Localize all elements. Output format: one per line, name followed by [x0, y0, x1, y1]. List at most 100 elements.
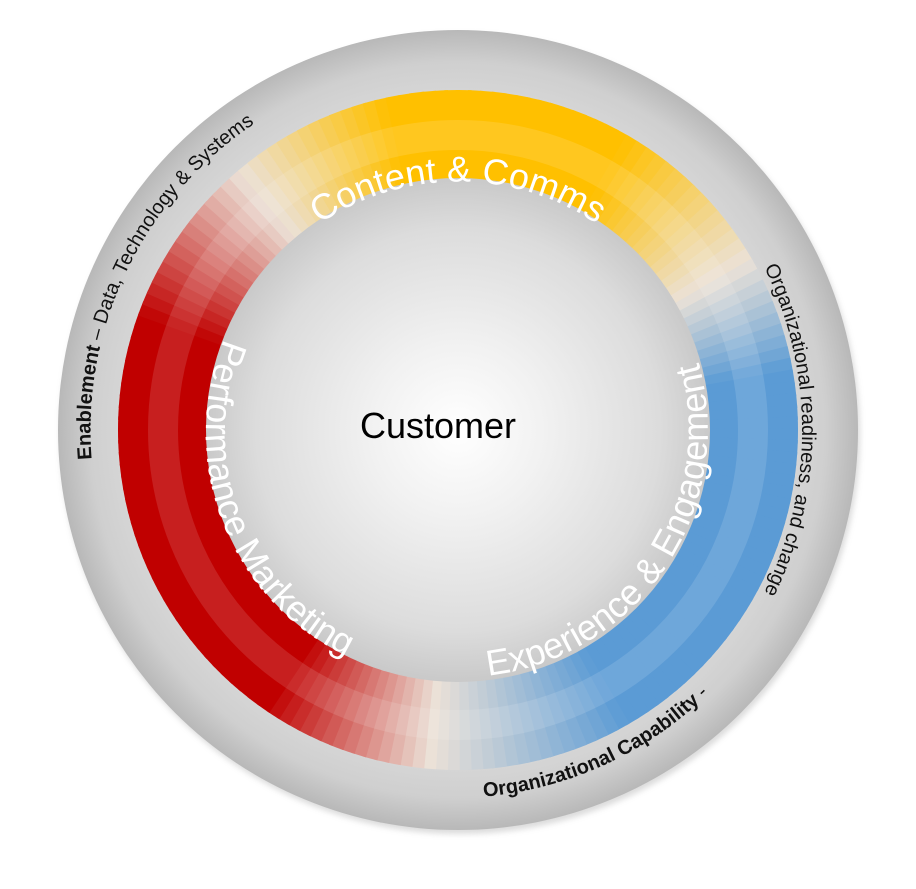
ring-wedge	[162, 553, 247, 612]
ring-wedge	[127, 334, 219, 371]
ring-wedge	[456, 679, 472, 770]
ring-wedge	[550, 657, 598, 746]
ring-wedge	[118, 428, 209, 444]
ring-wedge	[558, 118, 609, 206]
ring-wedge	[695, 497, 786, 537]
ring-wedge	[589, 140, 650, 224]
ring-wedge	[617, 614, 687, 692]
ring-wedge	[542, 109, 588, 199]
ring-wedge	[659, 228, 741, 292]
ring-wedge	[130, 497, 221, 537]
ring-wedge	[196, 589, 274, 659]
ring-wedge	[678, 268, 765, 322]
ring-wedge	[630, 184, 704, 258]
ring-wedge	[276, 134, 335, 219]
ring-wedge	[266, 140, 327, 224]
ring-wedge	[125, 480, 216, 514]
ring-wedge	[596, 147, 660, 229]
ring-wedge	[574, 128, 630, 215]
ring-wedge	[307, 654, 358, 742]
ring-wedge	[296, 650, 350, 737]
ring-wedge	[697, 334, 789, 371]
ring-wedge	[266, 636, 327, 720]
ring-wedge	[642, 201, 720, 271]
ring-wedge	[603, 626, 669, 707]
ring-wedge	[127, 489, 219, 526]
ring-wedge	[385, 94, 416, 186]
ring-wedge	[212, 602, 286, 676]
ring-wedge	[574, 645, 630, 732]
ring-highlight	[148, 120, 768, 740]
ring-wedge	[500, 674, 531, 766]
ring-wedge	[318, 657, 366, 746]
colored-ring	[117, 90, 799, 770]
ring-wedge	[204, 192, 280, 264]
ring-wedge	[702, 357, 794, 388]
ring-wedge	[491, 675, 519, 767]
ring-wedge	[328, 661, 374, 751]
ring-wedge	[134, 312, 224, 354]
ring-wedge	[534, 106, 576, 196]
ring-wedge	[286, 645, 342, 732]
ring-wedge	[707, 416, 799, 432]
ring-wedge	[589, 636, 650, 720]
ring-wedge	[525, 102, 565, 193]
ring-wedge	[664, 561, 748, 622]
ring-wedge	[362, 669, 399, 761]
ring-wedge	[146, 530, 234, 581]
ring-wedge	[558, 654, 609, 742]
ring-wedge	[196, 201, 274, 271]
ring-wedge	[229, 614, 299, 692]
ring-wedge	[137, 514, 227, 560]
ring-wedge	[603, 153, 669, 234]
ring-wedge	[351, 102, 391, 193]
ring-wedge	[636, 596, 712, 668]
ring-wedge	[636, 192, 712, 264]
ring-wedge	[685, 290, 774, 338]
ring-wedge	[700, 346, 791, 380]
ring-wedge	[156, 546, 243, 602]
ring-wedge	[517, 669, 554, 761]
ring-wedge	[617, 168, 687, 246]
ring-wedge	[705, 380, 797, 406]
ring-wedge	[682, 279, 770, 330]
ring-wedge	[307, 118, 358, 206]
ring-wedge	[397, 93, 425, 185]
ring-wedge	[229, 168, 299, 246]
ring-wedge	[318, 114, 366, 203]
ring-wedge	[566, 650, 620, 737]
ring-wedge	[119, 454, 211, 480]
ring-wedge	[581, 134, 640, 219]
ring-wedge	[682, 530, 770, 581]
ring-wedge	[188, 210, 268, 278]
ring-wedge	[256, 147, 320, 229]
ring-wedge	[664, 238, 748, 299]
ring-wedge	[238, 160, 306, 240]
ring-wedge	[175, 228, 257, 292]
ring-wedge	[204, 596, 280, 668]
ring-wedge	[276, 641, 335, 726]
ring-wedge	[689, 300, 779, 346]
ring-wedge	[678, 538, 765, 592]
ring-wedge	[669, 553, 754, 612]
ring-wedge	[151, 538, 238, 592]
ring-wedge	[648, 582, 728, 650]
ring-wedge	[168, 561, 252, 622]
ring-wedge	[508, 672, 542, 763]
ring-wedge	[247, 626, 313, 707]
ring-wedge	[642, 589, 720, 659]
ring-wedge	[175, 568, 257, 632]
ring-wedge	[581, 641, 640, 726]
ring-wedge	[142, 522, 231, 570]
ring-wedge	[168, 238, 252, 299]
ring-wedge	[374, 97, 408, 188]
ring-wedge	[408, 91, 434, 183]
ring-wedge	[659, 568, 741, 632]
ring-wedge	[685, 522, 774, 570]
ring-wedge	[286, 128, 342, 215]
ring-wedge	[188, 582, 268, 650]
ring-wedge	[296, 123, 350, 210]
ring-wedge	[610, 620, 678, 700]
ring-wedge	[444, 90, 460, 181]
